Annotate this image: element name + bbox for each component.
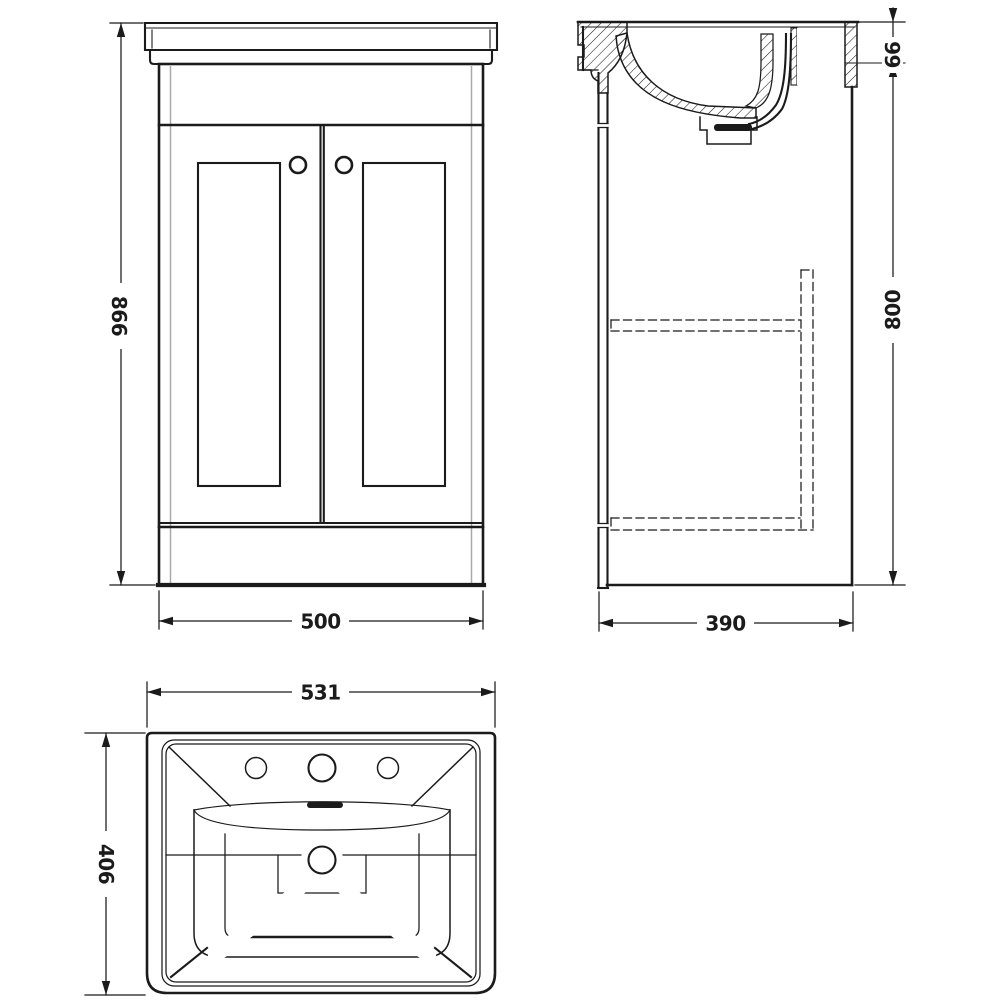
label-mask <box>882 37 903 73</box>
dimension-arrowhead <box>116 571 126 585</box>
drain-channel-right <box>327 874 437 962</box>
drain-recess <box>277 855 367 894</box>
label-mask <box>882 277 904 343</box>
door-joint-gap <box>596 524 609 527</box>
rim-contour-outer <box>161 739 481 987</box>
door-panel-left <box>196 161 282 488</box>
tap-hole-left <box>244 756 268 780</box>
dimension-label-height: 866 <box>107 296 131 336</box>
dimension-front-height: 866 <box>107 22 156 586</box>
door-knob-right <box>334 155 354 175</box>
dimension-arrowhead <box>147 687 161 697</box>
drain-outer-ring <box>301 839 343 881</box>
basin-bowl-wall-section <box>615 32 757 119</box>
dimension-front-width: 500 <box>158 590 484 634</box>
basin-plan-outline <box>145 731 497 995</box>
dimension-cabinet-height: 800 <box>854 277 906 586</box>
drain-hole <box>307 845 337 875</box>
label-mask <box>107 283 131 349</box>
drain-channel-left <box>207 874 317 962</box>
dimension-arrowhead <box>839 618 853 628</box>
tap-hole-right <box>376 756 400 780</box>
dimension-arrowhead <box>888 8 898 22</box>
dimension-arrowhead <box>159 616 173 626</box>
corner-diagonal-bottom-left <box>169 946 209 979</box>
dimension-label-plan-width: 531 <box>300 681 340 705</box>
side-view: 66 800 390 <box>576 7 906 636</box>
rim-contour-inner <box>165 743 477 983</box>
drain-boss <box>699 116 758 145</box>
bowl-inner-wall-left <box>224 833 235 938</box>
dimension-label-cabinet-height: 800 <box>881 290 905 330</box>
ledge-back-arc <box>193 801 451 811</box>
hidden-shelf-lines <box>610 269 814 531</box>
dimension-arrowhead <box>481 687 495 697</box>
plan-view: 531 406 <box>84 680 497 996</box>
overflow-tube-outer <box>747 32 788 126</box>
door-joint-gap <box>596 124 609 127</box>
door-knob-left <box>288 155 308 175</box>
front-view: 866 500 <box>107 21 499 634</box>
waste-outlet-bar <box>714 124 752 131</box>
label-mask <box>292 609 349 633</box>
dimension-label-plan-depth: 406 <box>94 844 118 884</box>
label-mask <box>95 831 117 897</box>
dimension-label-depth: 390 <box>705 612 745 636</box>
dimension-arrowhead <box>101 733 111 747</box>
label-mask <box>697 611 754 635</box>
dimension-plan-depth: 406 <box>84 732 146 996</box>
label-mask <box>292 680 349 704</box>
ledge-front-arc <box>193 809 451 831</box>
corner-diagonal-top-right <box>410 745 475 808</box>
basin-countertop <box>143 21 499 52</box>
dimension-arrowhead <box>599 618 613 628</box>
dimension-arrowhead <box>116 23 126 37</box>
corner-diagonal-bottom-right <box>433 946 473 979</box>
door-panel-right <box>361 161 447 488</box>
corner-diagonal-top-left <box>167 745 232 808</box>
dimension-label-width: 500 <box>300 610 340 634</box>
overflow-slot <box>307 802 343 808</box>
dimension-arrowhead <box>888 571 898 585</box>
bowl-inner-wall-right <box>409 833 420 938</box>
basin-back-wall-section <box>844 21 858 88</box>
basin-lip <box>148 48 494 66</box>
overflow-tube-inner <box>750 32 793 131</box>
dimension-plan-width: 531 <box>146 680 496 728</box>
overflow-channel-left-wall <box>744 33 774 109</box>
dimension-arrowhead <box>469 616 483 626</box>
dimension-side-depth: 390 <box>598 591 854 636</box>
tap-hole-center <box>307 753 337 783</box>
dimension-label-basin-height: 66 <box>881 42 905 69</box>
dimension-arrowhead <box>101 981 111 995</box>
bowl-outline <box>193 809 451 958</box>
tap-deck-void <box>797 28 843 85</box>
